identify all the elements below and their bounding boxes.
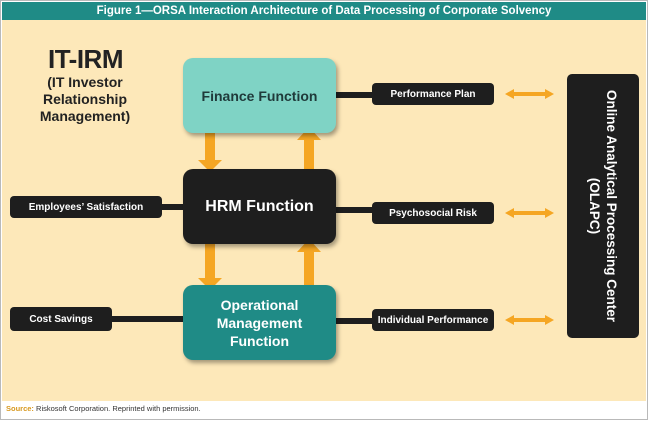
arrow-hrm-to-finance — [297, 127, 321, 175]
psychosocial-risk-pill: Psychosocial Risk — [372, 202, 494, 224]
psychosocial-risk-label: Psychosocial Risk — [389, 207, 477, 219]
arrow-plan-olapc — [505, 89, 554, 99]
arrow-finance-to-hrm — [198, 127, 222, 172]
operational-function-label: Operational Management Function — [216, 296, 303, 349]
performance-plan-label: Performance Plan — [390, 88, 476, 100]
cost-savings-pill: Cost Savings — [10, 307, 112, 331]
it-irm-heading: IT-IRM — [48, 44, 124, 74]
source-text: Riskosoft Corporation. Reprinted with pe… — [36, 404, 201, 413]
arrow-ops-to-hrm — [297, 239, 321, 290]
employees-satisfaction-pill: Employees’ Satisfaction — [10, 196, 162, 218]
it-irm-subtitle: (IT Investor Relationship Management) — [39, 74, 131, 124]
hrm-function-box: HRM Function — [183, 169, 336, 244]
olapc-arrows — [505, 89, 554, 325]
vertical-arrows — [198, 127, 321, 290]
connector-finance-plan — [336, 92, 372, 98]
performance-plan-pill: Performance Plan — [372, 83, 494, 105]
individual-performance-pill: Individual Performance — [372, 309, 494, 331]
connector-hrm-employees — [162, 204, 184, 210]
arrow-hrm-to-ops — [198, 242, 222, 290]
individual-performance-label: Individual Performance — [377, 314, 489, 326]
figure-title: Figure 1—ORSA Interaction Architecture o… — [2, 2, 646, 20]
arrow-individual-olapc — [505, 315, 554, 325]
arrow-psychosocial-olapc — [505, 208, 554, 218]
finance-function-label: Finance Function — [201, 87, 318, 104]
source-label: Source: — [6, 404, 34, 413]
figure-footer: Source: Riskosoft Corporation. Reprinted… — [6, 404, 201, 413]
hrm-function-label: HRM Function — [205, 197, 314, 215]
operational-function-box: Operational Management Function — [183, 285, 336, 360]
connector-ops-individual — [336, 318, 372, 324]
finance-function-box: Finance Function — [183, 58, 336, 133]
employees-satisfaction-label: Employees’ Satisfaction — [28, 201, 144, 213]
connector-hrm-psychosocial — [336, 207, 372, 213]
connector-ops-cost — [112, 316, 184, 322]
olapc-label: Online Analytical Processing Center (OLA… — [587, 89, 619, 323]
cost-savings-label: Cost Savings — [29, 313, 93, 325]
olapc-box: Online Analytical Processing Center (OLA… — [567, 74, 639, 338]
